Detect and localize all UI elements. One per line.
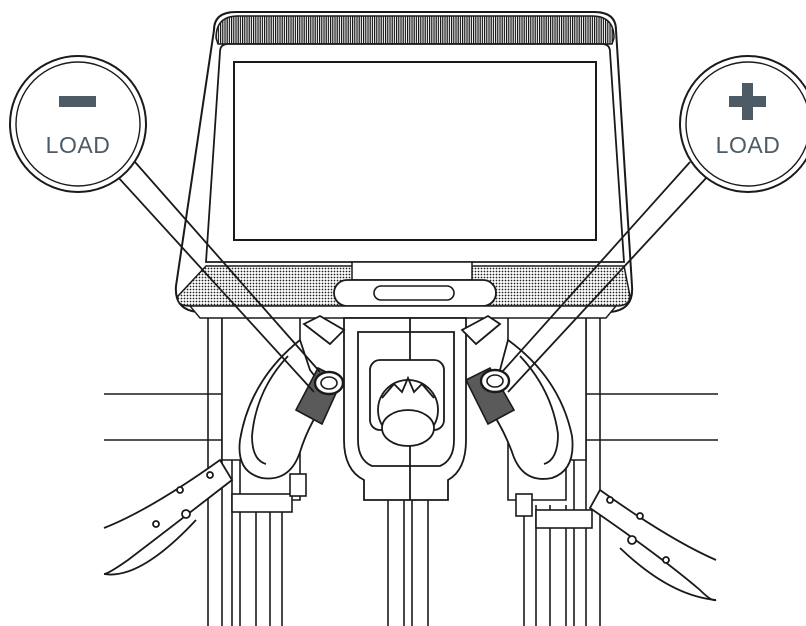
minus-icon [59, 96, 96, 107]
display-screen [233, 61, 597, 241]
plus-icon [729, 83, 766, 120]
console [174, 11, 634, 319]
console-top-vent [215, 15, 615, 45]
right-side-handlebar [588, 488, 717, 602]
right-load-grip [464, 366, 516, 426]
callout-leaders [116, 161, 709, 393]
callout-load-increase: LOAD [679, 55, 806, 193]
callout-decrease-label: LOAD [46, 132, 111, 158]
left-side-handlebar [103, 458, 234, 576]
left-handle-arm [238, 314, 346, 480]
frame-uprights [104, 300, 718, 626]
resistance-knob [377, 375, 439, 447]
callout-increase-label: LOAD [716, 132, 781, 158]
left-load-grip [294, 366, 345, 426]
callout-load-decrease: LOAD [9, 55, 147, 193]
